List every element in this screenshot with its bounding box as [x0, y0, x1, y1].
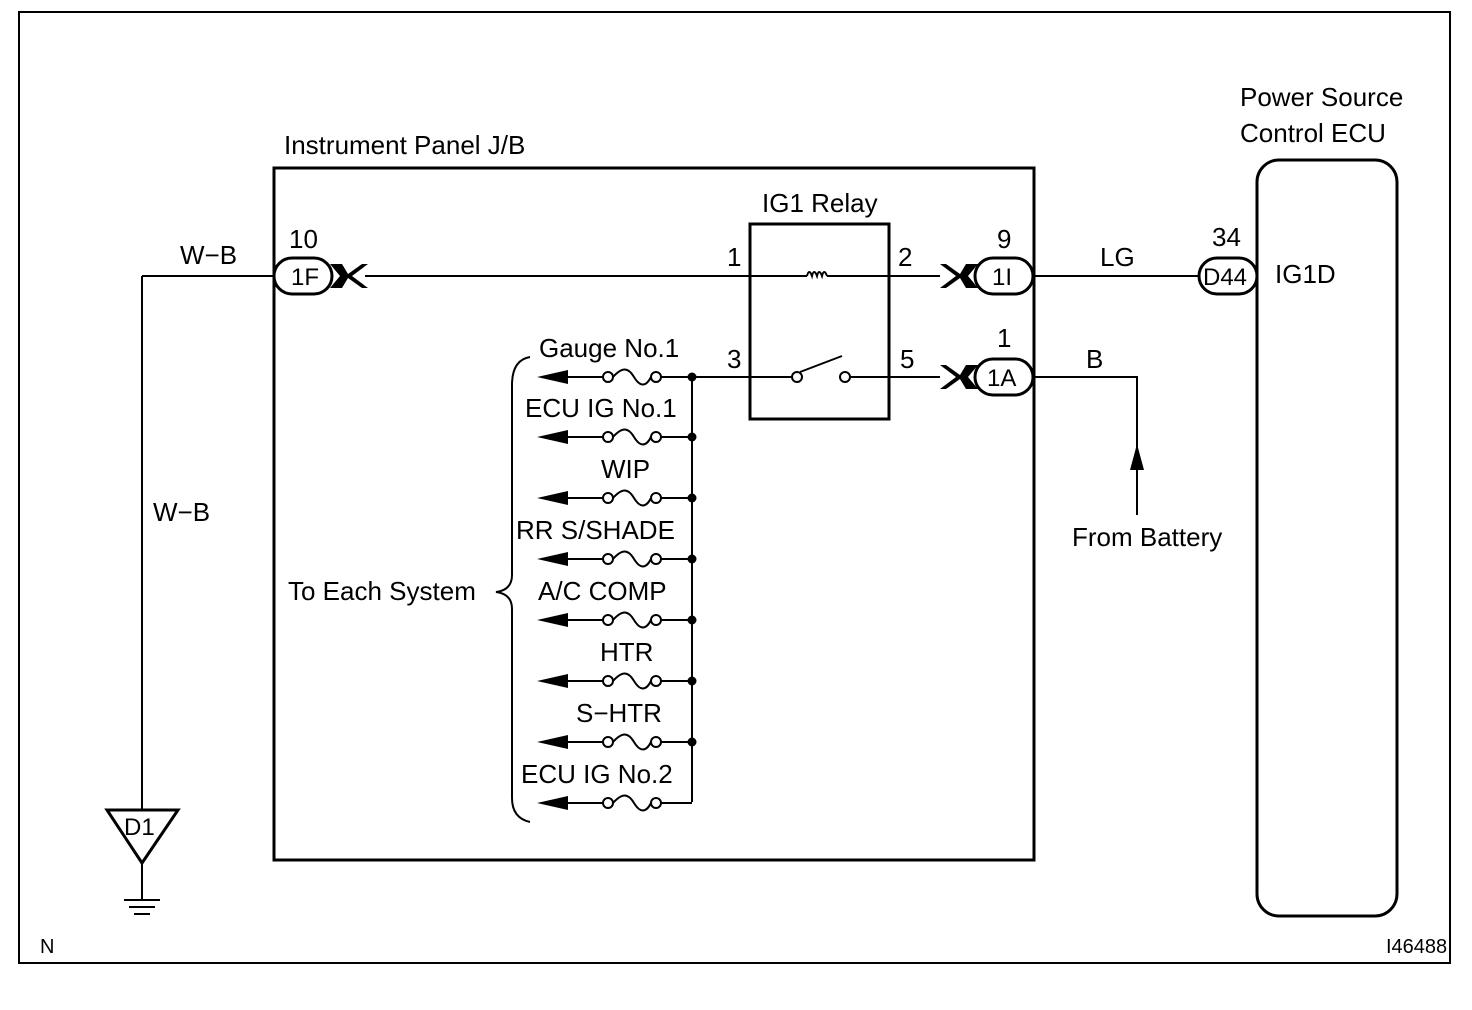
- connector-1f-chevron: [330, 264, 368, 288]
- fuse-label: Gauge No.1: [539, 333, 679, 363]
- fuse-row: Gauge No.1: [537, 333, 697, 386]
- connector-d44-code: D44: [1203, 264, 1247, 291]
- relay-pin-1: 1: [727, 242, 741, 272]
- fuse-icon: [612, 550, 652, 568]
- relay-switch-arm: [799, 355, 843, 373]
- connector-1a-chevron: [940, 365, 978, 389]
- ground-icon: [124, 899, 160, 915]
- switch-contact-a: [791, 371, 803, 383]
- fuse-icon: [612, 489, 652, 507]
- connector-1a-code: 1A: [987, 365, 1016, 392]
- fuse-terminal: [650, 492, 662, 504]
- fuse-label: RR S/SHADE: [516, 515, 675, 545]
- junction-dot: [687, 554, 697, 564]
- relay-pin-5: 5: [900, 344, 914, 374]
- fuse-icon: [612, 672, 652, 690]
- fuse-terminal: [650, 553, 662, 565]
- junction-dot: [687, 432, 697, 442]
- fuse-label: HTR: [600, 637, 653, 667]
- output-arrow-icon: [537, 430, 568, 444]
- fuse-label: WIP: [601, 454, 650, 484]
- fuse-terminal: [602, 675, 614, 687]
- fuse-terminal: [650, 614, 662, 626]
- fuse-icon: [612, 428, 652, 446]
- wire-label-b: B: [1086, 344, 1103, 374]
- junction-dot: [687, 615, 697, 625]
- fuse-icon: [612, 368, 652, 386]
- relay-pin-2: 2: [898, 242, 912, 272]
- fuse-terminal: [602, 553, 614, 565]
- diagram-frame: [18, 11, 1451, 964]
- fuse-terminal: [602, 431, 614, 443]
- junction-dot: [687, 676, 697, 686]
- connector-1i-code: 1I: [992, 264, 1012, 291]
- fuse-terminal: [650, 736, 662, 748]
- fuse-terminal: [650, 431, 662, 443]
- output-arrow-icon: [537, 613, 568, 627]
- fuse-label: ECU IG No.1: [525, 393, 677, 423]
- output-arrow-icon: [537, 735, 568, 749]
- fuse-terminal: [602, 492, 614, 504]
- b-wire: [1033, 376, 1138, 515]
- ecu-title-line1: Power Source: [1240, 82, 1403, 112]
- battery-arrow-icon: [1130, 444, 1144, 470]
- output-arrow-icon: [537, 491, 568, 505]
- connector-1a-pin: 1: [997, 323, 1011, 353]
- ground-d1-triangle: [104, 808, 181, 866]
- connector-1f-pin: 10: [289, 224, 318, 254]
- to-each-system-label: To Each System: [288, 576, 476, 606]
- fuse-icon: [612, 794, 652, 812]
- fuse-terminal: [602, 797, 614, 809]
- fuse-row: A/C COMP: [537, 576, 697, 629]
- fuse-icon: [612, 733, 652, 751]
- figure-code: I46488: [1386, 936, 1447, 958]
- output-arrow-icon: [537, 552, 568, 566]
- output-arrow-icon: [537, 796, 568, 810]
- to-each-system-brace: [495, 356, 531, 823]
- ecu-title-line2: Control ECU: [1240, 118, 1386, 148]
- fuse-icon: [612, 611, 652, 629]
- fuse-row: ECU IG No.1: [525, 393, 697, 446]
- ground-d1-code: D1: [124, 814, 155, 841]
- fuse-row: S−HTR: [537, 698, 697, 751]
- wire-label-wb-side: W−B: [153, 497, 210, 527]
- connector-1i-chevron: [940, 264, 978, 288]
- fuse-row: HTR: [537, 637, 697, 690]
- wire-label-wb-top: W−B: [180, 240, 237, 270]
- power-source-control-ecu-box: [1255, 158, 1399, 918]
- ig1-relay-label: IG1 Relay: [762, 188, 878, 218]
- fuse-terminal: [602, 371, 614, 383]
- junction-dot: [687, 493, 697, 503]
- instrument-panel-jb-box: [272, 166, 1036, 862]
- junction-dot: [687, 737, 697, 747]
- relay-coil-icon: [806, 271, 828, 280]
- connector-1i-pin: 9: [997, 224, 1011, 254]
- switch-contact-b: [839, 371, 851, 383]
- fuse-terminal: [650, 371, 662, 383]
- wire-label-lg: LG: [1100, 242, 1135, 272]
- output-arrow-icon: [537, 370, 568, 384]
- connector-1f-code: 1F: [291, 264, 319, 291]
- fuse-row: ECU IG No.2: [521, 759, 692, 812]
- fuse-terminal: [650, 797, 662, 809]
- ig1-relay-box: [748, 222, 891, 421]
- fuse-label: ECU IG No.2: [521, 759, 673, 789]
- fuse-label: A/C COMP: [538, 576, 667, 606]
- connector-d44-pin: 34: [1212, 222, 1241, 252]
- instrument-panel-jb-title: Instrument Panel J/B: [284, 130, 525, 160]
- output-arrow-icon: [537, 674, 568, 688]
- fuse-row: RR S/SHADE: [516, 515, 697, 568]
- relay-pin-3: 3: [727, 344, 741, 374]
- fuse-terminal: [602, 614, 614, 626]
- fuse-row: WIP: [537, 454, 697, 507]
- junction-dot: [687, 372, 697, 382]
- ecu-terminal-ig1d: IG1D: [1275, 259, 1336, 289]
- fuse-label: S−HTR: [576, 698, 662, 728]
- from-battery-label: From Battery: [1072, 522, 1222, 552]
- fuse-terminal: [650, 675, 662, 687]
- corner-mark: N: [40, 936, 54, 958]
- fuse-terminal: [602, 736, 614, 748]
